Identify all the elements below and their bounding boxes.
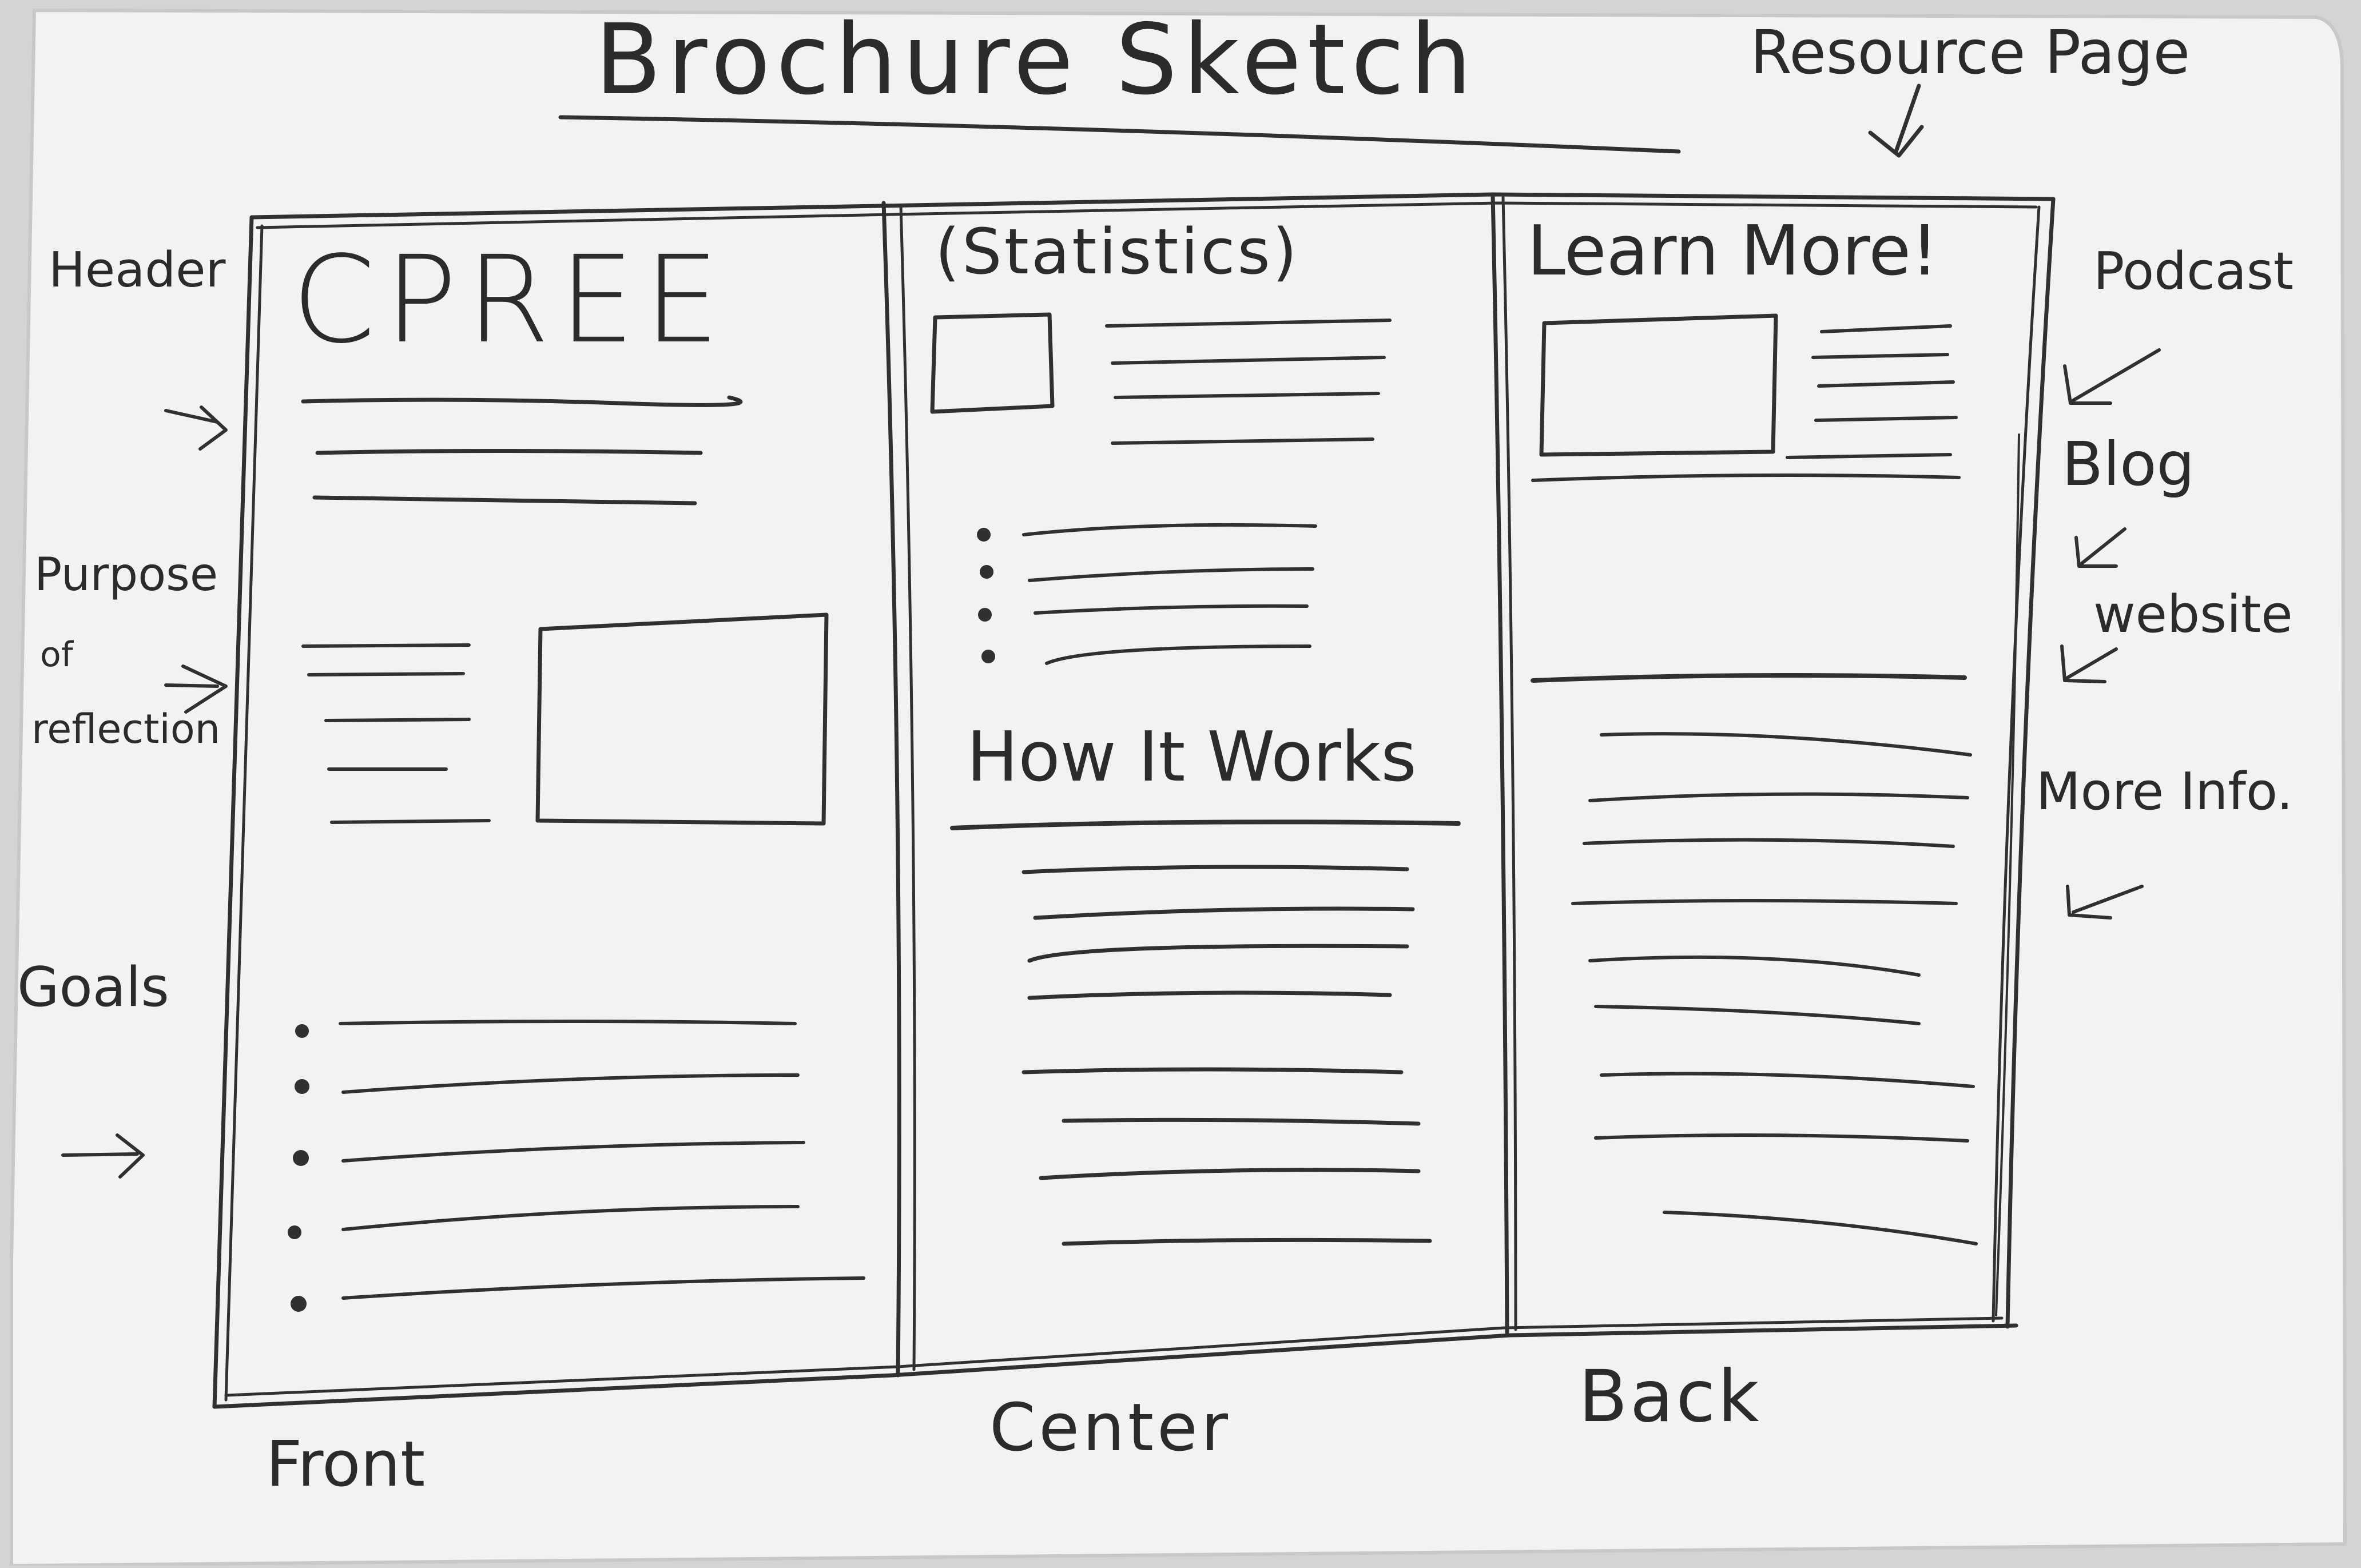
stats-image-placeholder	[930, 312, 1055, 414]
how-it-works-lines	[1021, 865, 1432, 1246]
paper-sheet	[10, 8, 2347, 1568]
purpose-of-label: of	[40, 635, 73, 675]
blog-arrow	[2074, 527, 2127, 568]
front-goal-bullets	[288, 1024, 309, 1312]
center-header: (Statistics)	[935, 215, 1299, 288]
back-image-placeholder	[1539, 313, 1778, 457]
purpose-reflection-label: reflection	[31, 706, 221, 753]
back-image-lines	[1531, 324, 1961, 482]
goals-label: Goals	[17, 956, 169, 1019]
center-subheader: How It Works	[967, 718, 1417, 797]
back-text-lines	[1571, 732, 1978, 1245]
blog-label: Blog	[2062, 429, 2195, 499]
stats-lines	[1105, 319, 1392, 445]
front-image-placeholder	[535, 612, 829, 826]
title-underline	[558, 115, 1681, 154]
resource-page-arrow	[1868, 83, 1924, 158]
front-purpose-lines	[301, 643, 491, 824]
more-info-label: More Info.	[2036, 762, 2294, 822]
header-label: Header	[49, 242, 226, 299]
sketch-title: Brochure Sketch	[595, 3, 1478, 117]
header-arrow	[164, 405, 228, 451]
front-header: CPREE	[292, 230, 729, 370]
website-arrow	[2060, 644, 2118, 683]
website-label: website	[2093, 584, 2293, 644]
stats-bullet-lines	[1022, 523, 1317, 665]
front-intro-lines	[301, 395, 743, 506]
purpose-label: Purpose	[34, 548, 218, 601]
back-panel-shading	[1995, 433, 2020, 1316]
podcast-arrow	[2063, 348, 2161, 405]
purpose-arrow	[164, 664, 228, 714]
panel-divider-2	[1490, 192, 1517, 1335]
more-info-arrow	[2066, 885, 2144, 920]
back-caption: Back	[1579, 1355, 1762, 1438]
resource-page-label: Resource Page	[1750, 18, 2191, 87]
brochure-frame	[212, 192, 2056, 1409]
panel-divider-1	[881, 201, 916, 1378]
back-header: Learn More!	[1527, 212, 1939, 291]
front-goal-lines	[339, 1020, 865, 1300]
podcast-label: Podcast	[2093, 241, 2294, 301]
front-caption: Front	[266, 1427, 426, 1501]
how-it-works-underline	[950, 819, 1461, 830]
center-caption: Center	[989, 1390, 1232, 1466]
goals-arrow	[61, 1133, 145, 1179]
stats-bullets	[977, 528, 995, 663]
back-divider-line	[1531, 673, 1967, 683]
